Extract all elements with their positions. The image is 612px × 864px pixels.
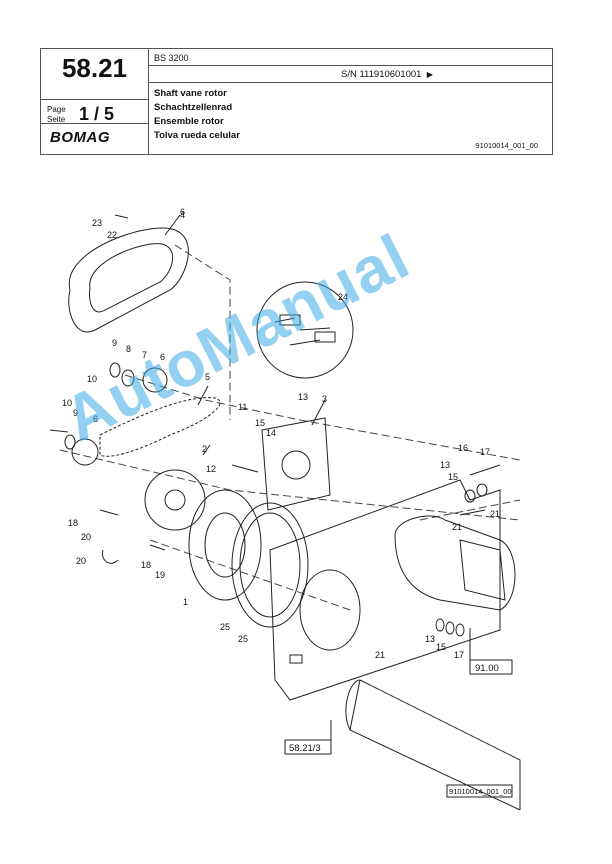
footer-ref-label: 91010014_001_00: [449, 787, 512, 796]
divider: [41, 99, 148, 100]
section-code: 58.21: [61, 53, 128, 83]
svg-text:19: 19: [155, 570, 165, 580]
svg-text:20: 20: [81, 532, 91, 542]
document-reference: 91010014_001_00: [475, 141, 538, 150]
brand-logo: BOMAG: [50, 129, 110, 146]
mounting-bracket: [261, 417, 331, 511]
svg-text:8: 8: [126, 344, 131, 354]
svg-text:13: 13: [298, 392, 308, 402]
svg-text:13: 13: [425, 634, 435, 644]
divider: [41, 123, 148, 124]
vane-rotor: [349, 679, 521, 810]
svg-text:6: 6: [160, 352, 165, 362]
callout-labels: 6 23 22 4 24 9 8 7 6 10 5 10 9 6 11 13 3…: [62, 207, 512, 796]
svg-text:4: 4: [180, 210, 185, 220]
chain-guard: [68, 227, 189, 333]
svg-text:9: 9: [112, 338, 117, 348]
sprocket-upper: [142, 367, 168, 393]
bearing-housing: [188, 489, 262, 601]
svg-text:21: 21: [490, 509, 500, 519]
header-left-column: 58.21 Page Seite 1 / 5 BOMAG: [41, 49, 149, 154]
sprocket-lower: [71, 438, 99, 466]
title-es: Tolva rueda celular: [154, 130, 240, 141]
svg-text:9: 9: [73, 408, 78, 418]
page-label: Page Seite: [47, 105, 66, 124]
svg-text:15: 15: [436, 642, 446, 652]
svg-text:3: 3: [322, 394, 327, 404]
svg-text:12: 12: [206, 464, 216, 474]
svg-text:18: 18: [68, 518, 78, 528]
page-number: 1 / 5: [79, 104, 115, 124]
ref-label-58-21-3: 58.21/3: [289, 743, 321, 754]
svg-text:6: 6: [180, 207, 185, 217]
svg-text:20: 20: [76, 556, 86, 566]
svg-text:17: 17: [480, 447, 490, 457]
part-titles: Shaft vane rotor Schachtzellenrad Ensemb…: [154, 87, 240, 143]
chain-detail-circle: [256, 281, 354, 379]
model-name: BS 3200: [154, 53, 189, 63]
svg-text:25: 25: [220, 622, 230, 632]
svg-text:13: 13: [440, 460, 450, 470]
seal-ring: [231, 502, 309, 628]
svg-text:23: 23: [92, 218, 102, 228]
title-fr: Ensemble rotor: [154, 116, 224, 127]
ref-label-91: 91.00: [475, 663, 499, 674]
svg-text:10: 10: [87, 374, 97, 384]
side-wall-plate: [269, 479, 501, 701]
svg-text:5: 5: [205, 372, 210, 382]
bolts: [49, 214, 501, 564]
ref-box-91: [469, 659, 513, 675]
exploded-parts-diagram: 6 23 22 4 24 9 8 7 6 10 5 10 9 6 11 13 3…: [49, 207, 521, 810]
hub-flange: [144, 469, 206, 531]
title-de: Schachtzellenrad: [154, 102, 233, 113]
divider: [148, 82, 553, 83]
serial-number: S/N 111910601001 ▶: [341, 69, 433, 80]
svg-text:7: 7: [142, 350, 147, 360]
svg-text:17: 17: [454, 650, 464, 660]
svg-text:24: 24: [338, 292, 348, 302]
svg-text:11: 11: [238, 402, 247, 412]
svg-text:16: 16: [458, 443, 468, 453]
svg-text:1: 1: [183, 597, 188, 607]
svg-text:22: 22: [107, 230, 117, 240]
svg-text:25: 25: [238, 634, 248, 644]
gear-motor: [394, 515, 516, 611]
svg-text:15: 15: [448, 472, 458, 482]
title-en: Shaft vane rotor: [154, 88, 227, 99]
svg-text:10: 10: [62, 398, 72, 408]
svg-text:2: 2: [202, 444, 207, 454]
svg-text:14: 14: [266, 428, 276, 438]
ref-box-58-21-3: [284, 739, 332, 755]
svg-text:21: 21: [452, 522, 462, 532]
divider: [148, 65, 553, 66]
svg-text:15: 15: [255, 418, 265, 428]
header-block: 58.21 Page Seite 1 / 5 BOMAG BS 3200 S/N…: [40, 48, 553, 155]
drive-chain: [99, 397, 221, 457]
arrow-right-icon: ▶: [426, 70, 433, 79]
svg-text:6: 6: [93, 414, 98, 424]
svg-text:21: 21: [375, 650, 385, 660]
footer-ref-box: [446, 784, 513, 798]
svg-text:18: 18: [141, 560, 151, 570]
